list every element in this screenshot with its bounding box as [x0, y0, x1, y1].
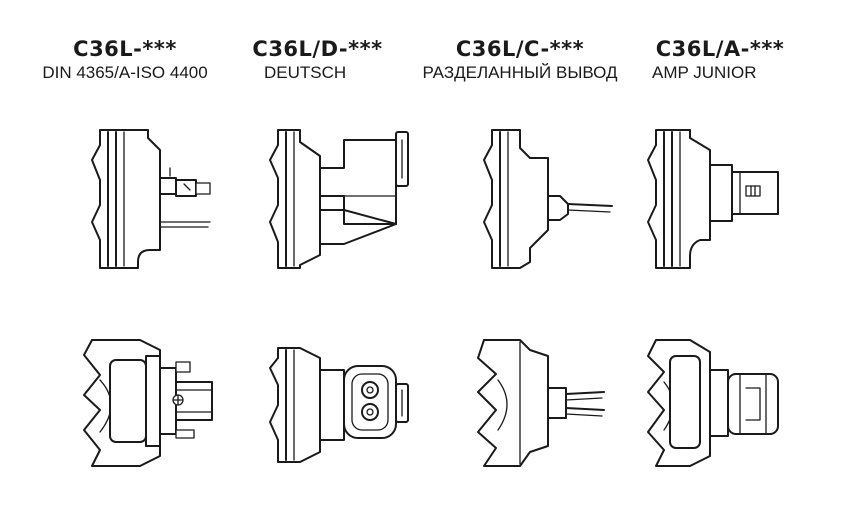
model-label: C36L/D-*** — [252, 37, 383, 61]
amp-junior-connector-rotated-icon — [647, 339, 779, 467]
din-connector-icon — [91, 129, 211, 269]
column-heading-deutsch: C36L/D-*** DEUTSCH — [240, 36, 395, 84]
column-heading-flying-leads: C36L/C-*** РАЗДЕЛАННЫЙ ВЫВОД — [400, 36, 640, 84]
flying-leads-rotated-icon — [477, 339, 605, 467]
deutsch-connector-rotated-icon — [269, 347, 409, 463]
connector-label: РАЗДЕЛАННЫЙ ВЫВОД — [422, 63, 618, 82]
connector-label: DEUTSCH — [264, 63, 347, 82]
deutsch-connector-icon — [269, 129, 409, 269]
connector-label: AMP JUNIOR — [652, 63, 757, 82]
connector-label: DIN 4365/A-ISO 4400 — [42, 63, 208, 82]
model-label: C36L/A-*** — [655, 37, 785, 61]
model-label: C36L-*** — [73, 37, 177, 61]
din-connector-rotated-icon — [83, 339, 213, 467]
amp-junior-connector-icon — [647, 129, 779, 269]
flying-leads-icon — [483, 129, 613, 269]
column-heading-din: C36L-*** DIN 4365/A-ISO 4400 — [10, 36, 240, 84]
column-heading-amp: C36L/A-*** AMP JUNIOR — [640, 36, 800, 84]
model-label: C36L/C-*** — [455, 37, 585, 61]
